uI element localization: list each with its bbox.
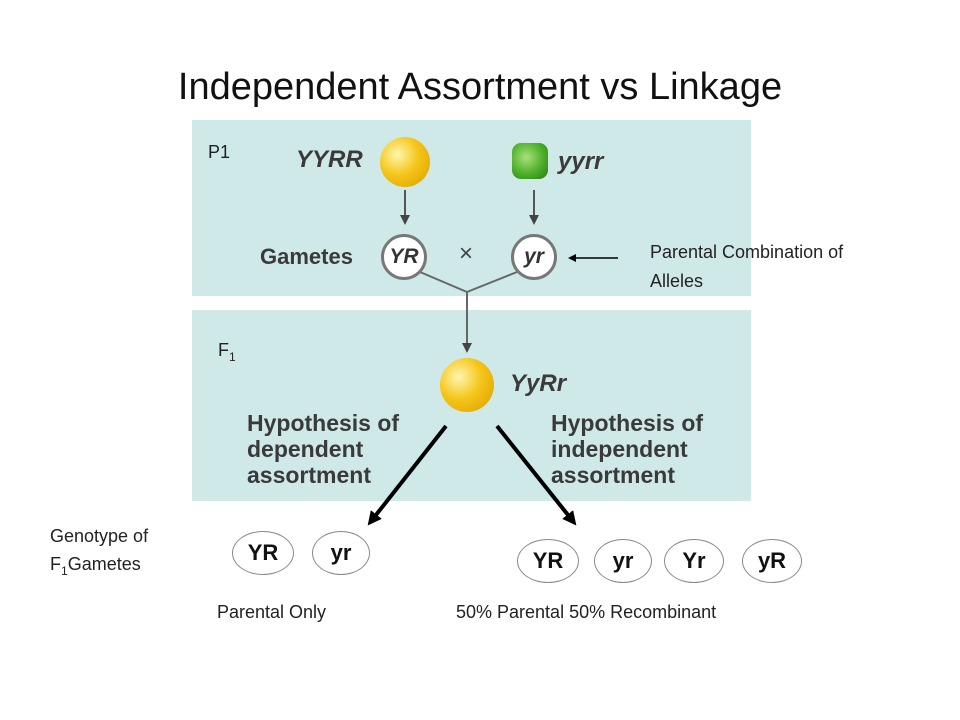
parental-only-caption: Parental Only [217, 602, 327, 622]
genotype-label: Genotype of F1Gametes [50, 526, 149, 578]
note-line-1: Parental Combination of [650, 242, 844, 262]
page-title: Independent Assortment vs Linkage [177, 66, 783, 108]
dependent-gamete-2: yr [312, 531, 370, 575]
merge-line-right [466, 271, 518, 293]
independent-gamete-3: Yr [664, 539, 724, 583]
independent-gamete-1: YR [517, 539, 579, 583]
p1-panel [192, 120, 751, 296]
mixed-caption: 50% Parental 50% Recombinant [456, 602, 717, 622]
parental-combination-note: Parental Combination of Alleles [650, 238, 843, 296]
hypothesis-independent: Hypothesis of independent assortment [551, 410, 704, 488]
note-line-2: Alleles [650, 271, 704, 291]
p1-label: P1 [208, 142, 231, 162]
parent2-genotype: yyrr [558, 148, 604, 175]
merge-line-left [419, 271, 468, 293]
gamete-circle-2: yr [511, 234, 557, 280]
f1-yellow-pea-icon [440, 358, 494, 412]
f1-genotype: YyRr [510, 370, 567, 397]
independent-gamete-4: yR [742, 539, 802, 583]
hypothesis-dependent: Hypothesis of dependent assortment [247, 410, 400, 488]
arrow-to-independent [495, 424, 577, 526]
gamete-circle-1: YR [381, 234, 427, 280]
parent1-genotype: YYRR [296, 146, 363, 173]
gametes-label: Gametes [260, 244, 353, 269]
yellow-pea-icon [380, 137, 430, 187]
arrow-to-dependent [367, 424, 448, 526]
dependent-gamete-1: YR [232, 531, 294, 575]
independent-gamete-2: yr [594, 539, 652, 583]
cross-symbol: × [459, 240, 474, 267]
green-pea-icon [512, 143, 548, 179]
f1-label: F1 [218, 340, 236, 364]
